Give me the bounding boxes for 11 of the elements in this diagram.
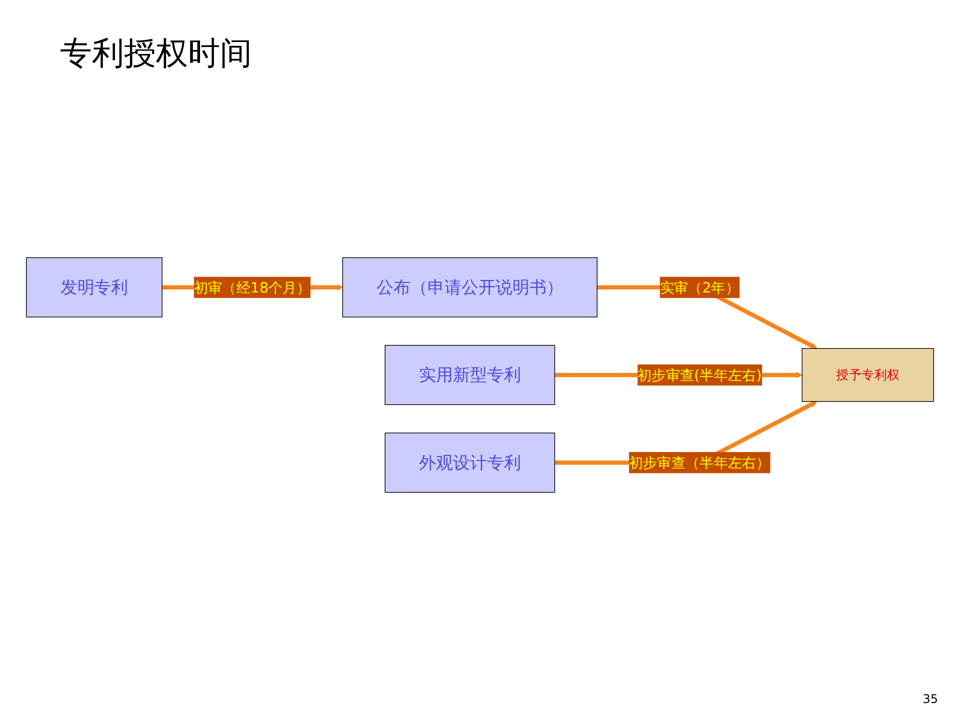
node-box: 实用新型专利 bbox=[384, 344, 556, 406]
edge-label: 初步审查(半年左右) bbox=[638, 366, 762, 384]
node-box: 授予专利权 bbox=[802, 348, 934, 402]
slide-title: 专利授权时间 bbox=[60, 33, 252, 74]
edge-label: 初审（经18个月） bbox=[194, 278, 311, 296]
node-box: 公布（申请公开说明书） bbox=[342, 257, 598, 318]
page-number: 35 bbox=[922, 692, 938, 706]
node-box: 外观设计专利 bbox=[384, 432, 556, 493]
edge-label: 实审（2年） bbox=[660, 278, 740, 296]
edge-label: 初步审查（半年左右） bbox=[628, 454, 770, 472]
node-box: 发明专利 bbox=[26, 257, 162, 318]
